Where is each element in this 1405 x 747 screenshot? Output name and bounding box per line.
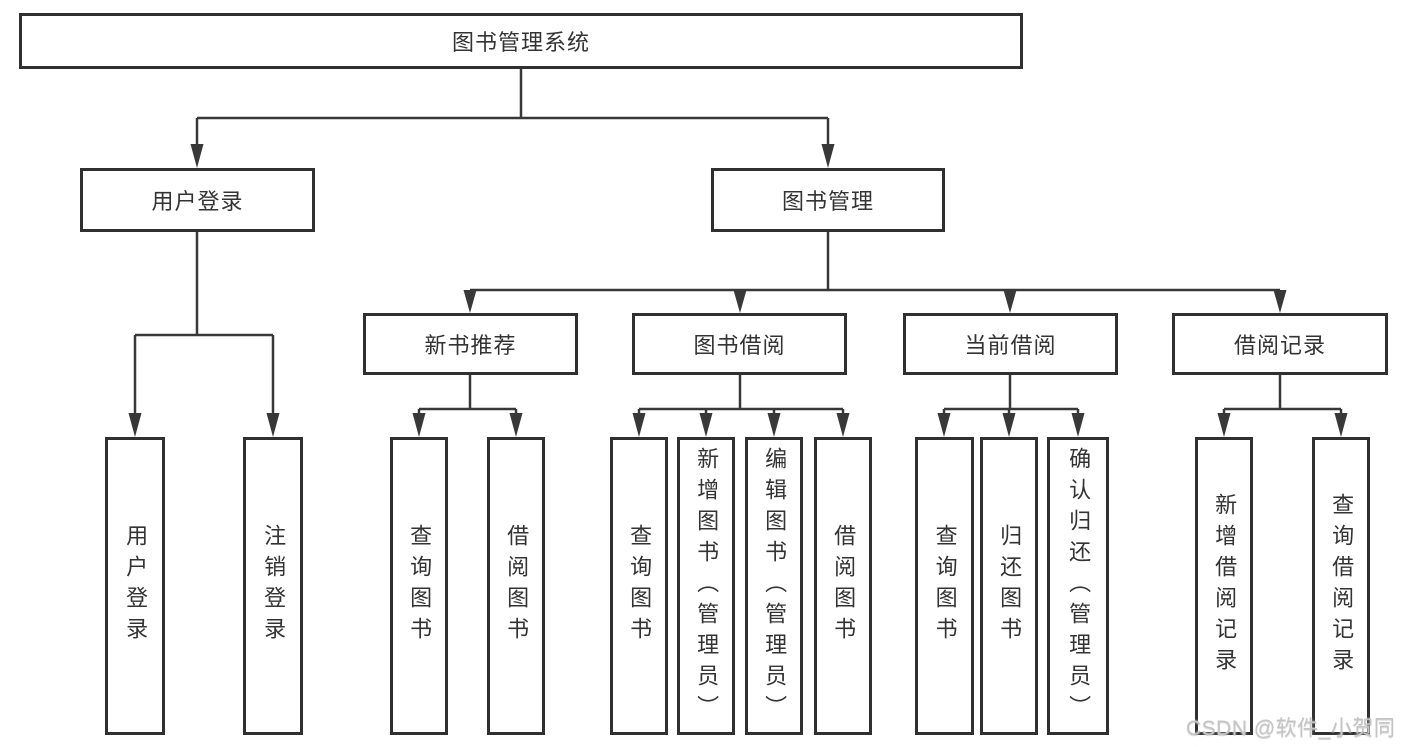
arrowheads xyxy=(128,144,1348,437)
node-label: 确认归还（管理员） xyxy=(1066,446,1092,726)
node-label: 查询图书 xyxy=(932,524,958,648)
node-book-borrowing: 图书借阅 xyxy=(632,313,847,375)
node-library-management-system: 图书管理系统 xyxy=(19,13,1023,69)
node-label: 用户登录 xyxy=(123,524,149,648)
node-label: 编辑图书（管理员） xyxy=(762,446,788,726)
node-new-book-recommendation: 新书推荐 xyxy=(363,313,578,375)
node-label: 借阅图书 xyxy=(504,524,530,648)
node-user-login: 用户登录 xyxy=(80,168,315,232)
node-label: 新书推荐 xyxy=(424,333,517,358)
leaf-borrow-books: 借阅图书 xyxy=(487,437,545,735)
node-label: 图书管理系统 xyxy=(451,30,590,55)
node-label: 查询图书 xyxy=(407,524,433,648)
node-label: 借阅图书 xyxy=(831,524,857,648)
leaf-borrow-books: 借阅图书 xyxy=(814,437,872,735)
node-label: 归还图书 xyxy=(997,524,1023,648)
csdn-watermark: CSDN @软件_小贺同学 xyxy=(1186,717,1396,740)
leaf-logout: 注销登录 xyxy=(243,437,303,735)
node-book-management: 图书管理 xyxy=(711,168,945,232)
node-label: 图书管理 xyxy=(781,189,874,214)
node-current-borrowing: 当前借阅 xyxy=(903,313,1118,375)
leaf-add-borrow-record: 新增借阅记录 xyxy=(1195,437,1253,735)
leaf-add-books-admin: 新增图书（管理员） xyxy=(677,437,735,735)
leaf-query-books: 查询图书 xyxy=(915,437,974,735)
node-label: 查询借阅记录 xyxy=(1329,493,1355,679)
leaf-user-login: 用户登录 xyxy=(105,437,165,735)
node-label: 借阅记录 xyxy=(1233,333,1326,358)
leaf-return-books: 归还图书 xyxy=(980,437,1038,735)
node-label: 用户登录 xyxy=(151,189,244,214)
node-label: 注销登录 xyxy=(261,524,287,648)
node-label: 当前借阅 xyxy=(964,333,1057,358)
node-label: 新增借阅记录 xyxy=(1212,493,1238,679)
node-label: 图书借阅 xyxy=(693,333,786,358)
node-label: 新增图书（管理员） xyxy=(694,446,720,726)
leaf-query-books: 查询图书 xyxy=(390,437,448,735)
leaf-confirm-return-admin: 确认归还（管理员） xyxy=(1047,437,1109,735)
leaf-query-borrow-record: 查询借阅记录 xyxy=(1312,437,1370,735)
leaf-query-books: 查询图书 xyxy=(610,437,668,735)
node-label: 查询图书 xyxy=(627,524,653,648)
node-borrowing-records: 借阅记录 xyxy=(1172,313,1388,375)
leaf-edit-books-admin: 编辑图书（管理员） xyxy=(745,437,803,735)
